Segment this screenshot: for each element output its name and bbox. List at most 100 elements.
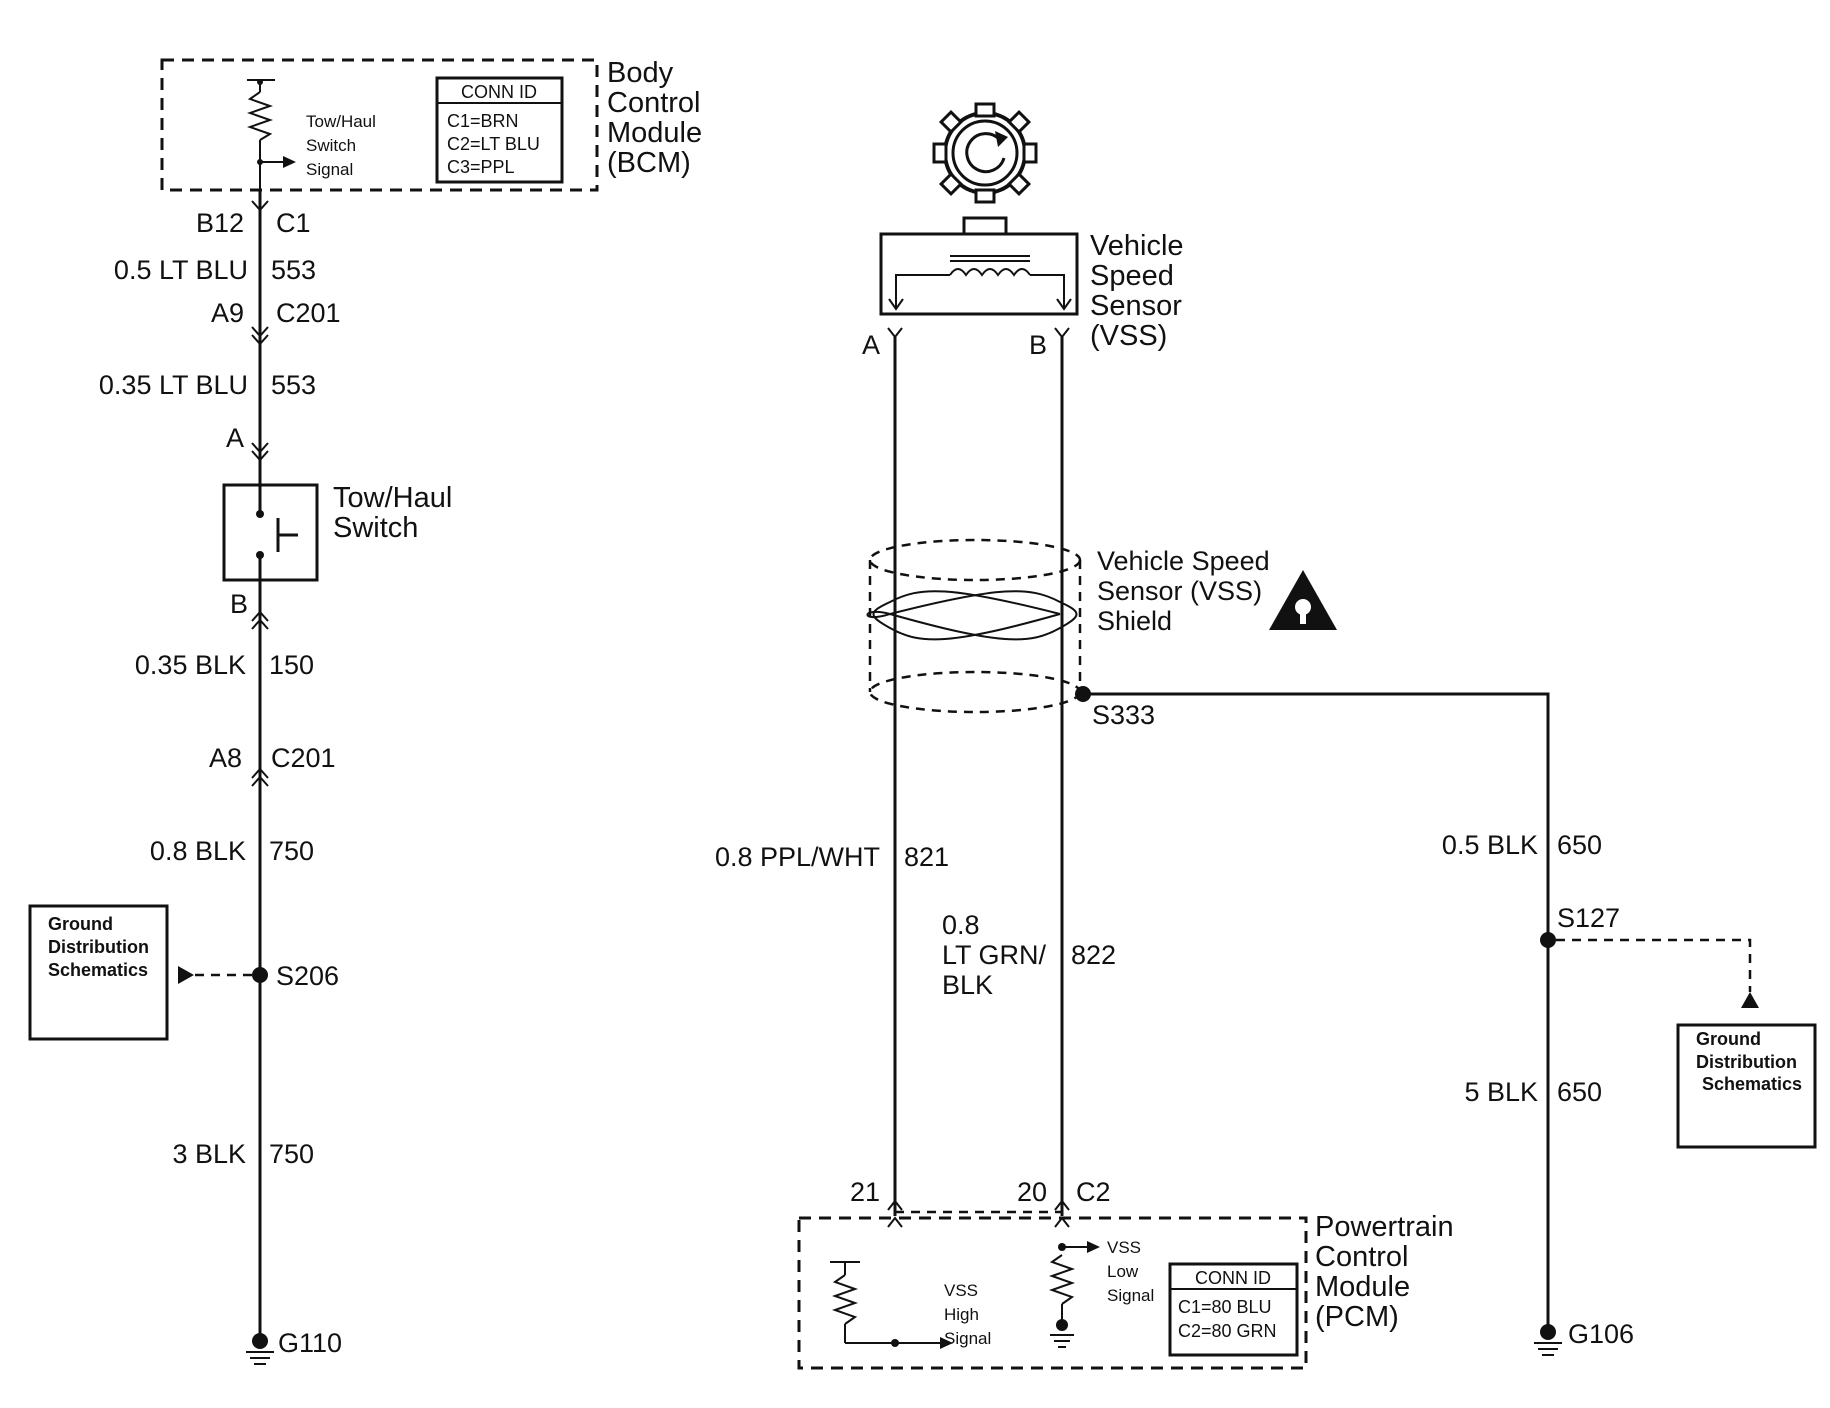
wire-a-circuit: 821 [904, 842, 949, 872]
bcm-conn-row-2: C2=LT BLU [447, 134, 540, 154]
pcm-title-line-2: Control [1315, 1241, 1409, 1273]
tow-haul-switch [222, 483, 319, 582]
pcm-low-resistor-icon [1048, 1216, 1100, 1348]
ground-g106: G106 [1568, 1319, 1634, 1349]
ground-distribution-box-right: Ground Distribution Schematics [1676, 1023, 1817, 1149]
ground-link-arrow-icon [178, 966, 194, 984]
left-circuit: B12 C1 0.5 LT BLU 553 A9 C201 0.35 LT BL… [28, 190, 452, 1365]
switch-title-line-1: Tow/Haul [333, 482, 452, 514]
bcm-title-line-2: Control [607, 87, 701, 119]
vss-sensor: Vehicle Speed Sensor (VSS) A B [862, 102, 1184, 360]
vss-title-line-3: Sensor [1090, 290, 1182, 322]
wire-a-gauge-color: 0.8 PPL/WHT [715, 842, 880, 872]
wire-650 [1083, 692, 1550, 1330]
pin-b12: B12 [196, 208, 244, 238]
bcm-conn-row-1: C1=BRN [447, 111, 519, 131]
pcm-low-signal-line-2: Low [1107, 1262, 1139, 1281]
pcm-low-signal-line-3: Signal [1107, 1286, 1154, 1305]
ground-g110: G110 [278, 1328, 342, 1358]
bcm-title-line-3: Module [607, 117, 702, 149]
pcm-title-line-3: Module [1315, 1271, 1410, 1303]
pcm-pin-21: 21 [850, 1177, 880, 1207]
wire1-gauge-color: 0.5 LT BLU [114, 255, 248, 285]
pin-a9: A9 [211, 298, 244, 328]
pcm-conn-row-1: C1=80 BLU [1178, 1297, 1272, 1317]
wire5-gauge-color: 3 BLK [172, 1139, 246, 1169]
bcm-conn-row-3: C3=PPL [447, 157, 515, 177]
bcm-dashed-boundary [160, 58, 599, 192]
ground-g106-icon [1534, 1324, 1562, 1356]
right-wire1-circuit: 650 [1557, 830, 1602, 860]
vss-pin-a: A [862, 330, 880, 360]
wire-b-gauge-line-3: BLK [942, 970, 993, 1000]
bcm-conn-header: CONN ID [461, 82, 537, 102]
pcm-conn-header: CONN ID [1195, 1268, 1271, 1288]
vss-connector-b-icon [1054, 327, 1070, 339]
warning-icon [1269, 570, 1337, 630]
vss-pin-b: B [1029, 330, 1047, 360]
connector-c201-b-icon [251, 767, 269, 779]
vss-coil-icon [888, 255, 1072, 311]
pcm-dashed-boundary [797, 1216, 1308, 1370]
bcm-title-line-4: (BCM) [607, 147, 691, 179]
splice-s127: S127 [1557, 903, 1620, 933]
ground-box-right-line-2: Distribution [1696, 1052, 1797, 1072]
vss-connector-a-icon [887, 327, 903, 339]
pin-b: B [230, 589, 248, 619]
wire-b-gauge-line-2: LT GRN/ [942, 940, 1047, 970]
wire1-circuit: 553 [271, 255, 316, 285]
shield-title-line-2: Sensor (VSS) [1097, 576, 1262, 606]
pcm-high-signal-line-2: High [944, 1305, 979, 1324]
wire3-gauge-color: 0.35 BLK [135, 650, 246, 680]
wire5-circuit: 750 [269, 1139, 314, 1169]
ground-box-left-line-2: Distribution [48, 937, 149, 957]
pcm-title-line-1: Powertrain [1315, 1211, 1454, 1243]
wire4-gauge-color: 0.8 BLK [150, 836, 246, 866]
bcm-conn-id-table: CONN ID C1=BRN C2=LT BLU C3=PPL [435, 76, 564, 184]
switch-title-line-2: Switch [333, 512, 418, 544]
splice-s206: S206 [276, 961, 339, 991]
ground-box-left-line-3: Schematics [48, 960, 148, 980]
right-wire2-circuit: 650 [1557, 1077, 1602, 1107]
ground-link-arrow-right-icon [1741, 992, 1759, 1008]
connector-c201-b: C201 [271, 743, 336, 773]
shield-twist-icon [866, 590, 1078, 641]
pcm-high-resistor-icon [830, 1216, 953, 1349]
pcm-title-line-4: (PCM) [1315, 1301, 1399, 1333]
pin-a: A [226, 423, 244, 453]
pcm-conn-row-2: C2=80 GRN [1178, 1321, 1277, 1341]
bcm-title-line-1: Body [607, 57, 674, 89]
pcm-high-signal-line-1: VSS [944, 1281, 978, 1300]
wire2-gauge-color: 0.35 LT BLU [99, 370, 248, 400]
ground-box-right-line-1: Ground [1696, 1029, 1761, 1049]
pin-a8: A8 [209, 743, 242, 773]
bcm-resistor-icon [246, 79, 296, 190]
pcm-high-signal-line-3: Signal [944, 1329, 991, 1348]
wire-b-circuit: 822 [1071, 940, 1116, 970]
pcm-connector-21-icon [887, 1199, 903, 1211]
right-ground-circuit: 0.5 BLK 650 S127 Ground Distribution Sch… [1442, 830, 1817, 1356]
connector-a-icon [251, 442, 269, 454]
right-wire2-gauge-color: 5 BLK [1464, 1077, 1538, 1107]
right-wire1-gauge-color: 0.5 BLK [1442, 830, 1538, 860]
pcm-pin-20: 20 [1017, 1177, 1047, 1207]
pcm-connector-c2: C2 [1076, 1177, 1111, 1207]
vss-title-line-4: (VSS) [1090, 320, 1167, 352]
connector-c201-a: C201 [276, 298, 341, 328]
shield-title-line-3: Shield [1097, 606, 1172, 636]
shield-title-line-1: Vehicle Speed [1097, 546, 1270, 576]
vss-shield [866, 538, 1082, 714]
splice-s333: S333 [1092, 700, 1155, 730]
connector-c201-a-icon [251, 326, 269, 338]
pcm-connector-20-icon [1054, 1199, 1070, 1211]
bcm-signal-line-3: Signal [306, 160, 353, 179]
splice-s206-dot [252, 967, 268, 983]
vss-title-line-2: Speed [1090, 260, 1174, 292]
pcm-low-signal-line-1: VSS [1107, 1238, 1141, 1257]
pcm-module: 21 20 C2 VSS High Signal [797, 1177, 1454, 1370]
connector-b-icon [251, 610, 269, 622]
ground-box-right-line-3: Schematics [1702, 1074, 1802, 1094]
connector-c1: C1 [276, 208, 311, 238]
connector-c1-icon [251, 200, 269, 212]
